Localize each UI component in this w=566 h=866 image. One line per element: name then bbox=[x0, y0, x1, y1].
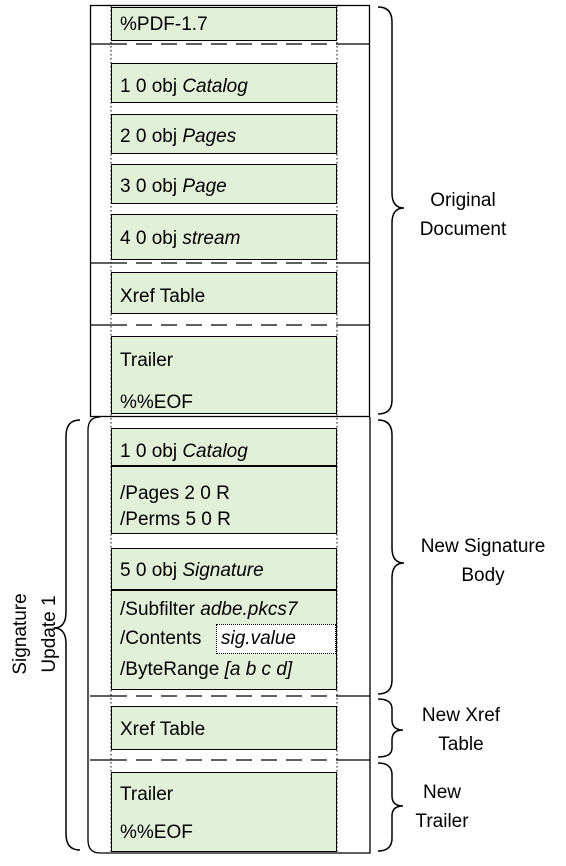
update-xref-text: Xref Table bbox=[120, 719, 206, 740]
update-contents-key: /Contents bbox=[120, 628, 202, 649]
original-object-stream bbox=[111, 214, 337, 260]
update-byterange-entry: /ByteRange [a b c d] bbox=[120, 659, 293, 680]
signature-update-brace bbox=[53, 419, 81, 851]
pdf-header-text: %PDF-1.7 bbox=[120, 14, 208, 35]
original-object-catalog-text: 1 0 obj Catalog bbox=[120, 76, 248, 97]
original-object-pages bbox=[111, 114, 337, 154]
new-trailer-brace bbox=[377, 762, 404, 852]
original-object-pages-text: 2 0 obj Pages bbox=[120, 126, 237, 147]
new-trailer-label: New Trailer bbox=[415, 782, 469, 832]
original-xref-table bbox=[111, 272, 337, 314]
signature-value-field bbox=[216, 624, 336, 654]
update-xref-table bbox=[111, 706, 337, 750]
new-xref-table-label: New Xref Table bbox=[421, 705, 501, 755]
pdf-header-row bbox=[111, 7, 337, 41]
update-catalog-pages-entry: /Pages 2 0 R bbox=[120, 483, 230, 504]
update-eof-text: %%EOF bbox=[120, 822, 193, 843]
signature-update-label: Signature Update 1 bbox=[10, 593, 60, 675]
original-xref-text: Xref Table bbox=[120, 286, 206, 307]
update-catalog-entries bbox=[111, 466, 337, 534]
update-subfilter-entry: /Subfilter adbe.pkcs7 bbox=[120, 599, 298, 620]
signature-update-frame bbox=[87, 416, 371, 854]
original-object-page-text: 3 0 obj Page bbox=[120, 176, 227, 197]
signature-body-brace bbox=[377, 419, 405, 695]
new-signature-body-label: New Signature Body bbox=[420, 536, 546, 586]
original-object-page bbox=[111, 164, 337, 204]
new-xref-brace bbox=[377, 698, 404, 758]
update-object-catalog bbox=[111, 428, 337, 466]
update-trailer bbox=[111, 772, 337, 852]
original-trailer bbox=[111, 336, 337, 414]
original-document-label: Original Document bbox=[419, 190, 507, 240]
update-object-catalog-text: 1 0 obj Catalog bbox=[120, 441, 248, 462]
update-trailer-text: Trailer bbox=[120, 784, 174, 805]
update-object-signature bbox=[111, 548, 337, 590]
update-object-signature-text: 5 0 obj Signature bbox=[120, 560, 264, 581]
update-contents-value: sig.value bbox=[221, 628, 296, 649]
original-object-stream-text: 4 0 obj stream bbox=[120, 228, 241, 249]
update-catalog-perms-entry: /Perms 5 0 R bbox=[120, 509, 231, 530]
original-object-catalog bbox=[111, 63, 337, 103]
original-eof-text: %%EOF bbox=[120, 392, 193, 413]
original-trailer-text: Trailer bbox=[120, 350, 174, 371]
original-document-brace bbox=[377, 6, 405, 415]
original-document-frame bbox=[89, 4, 371, 418]
